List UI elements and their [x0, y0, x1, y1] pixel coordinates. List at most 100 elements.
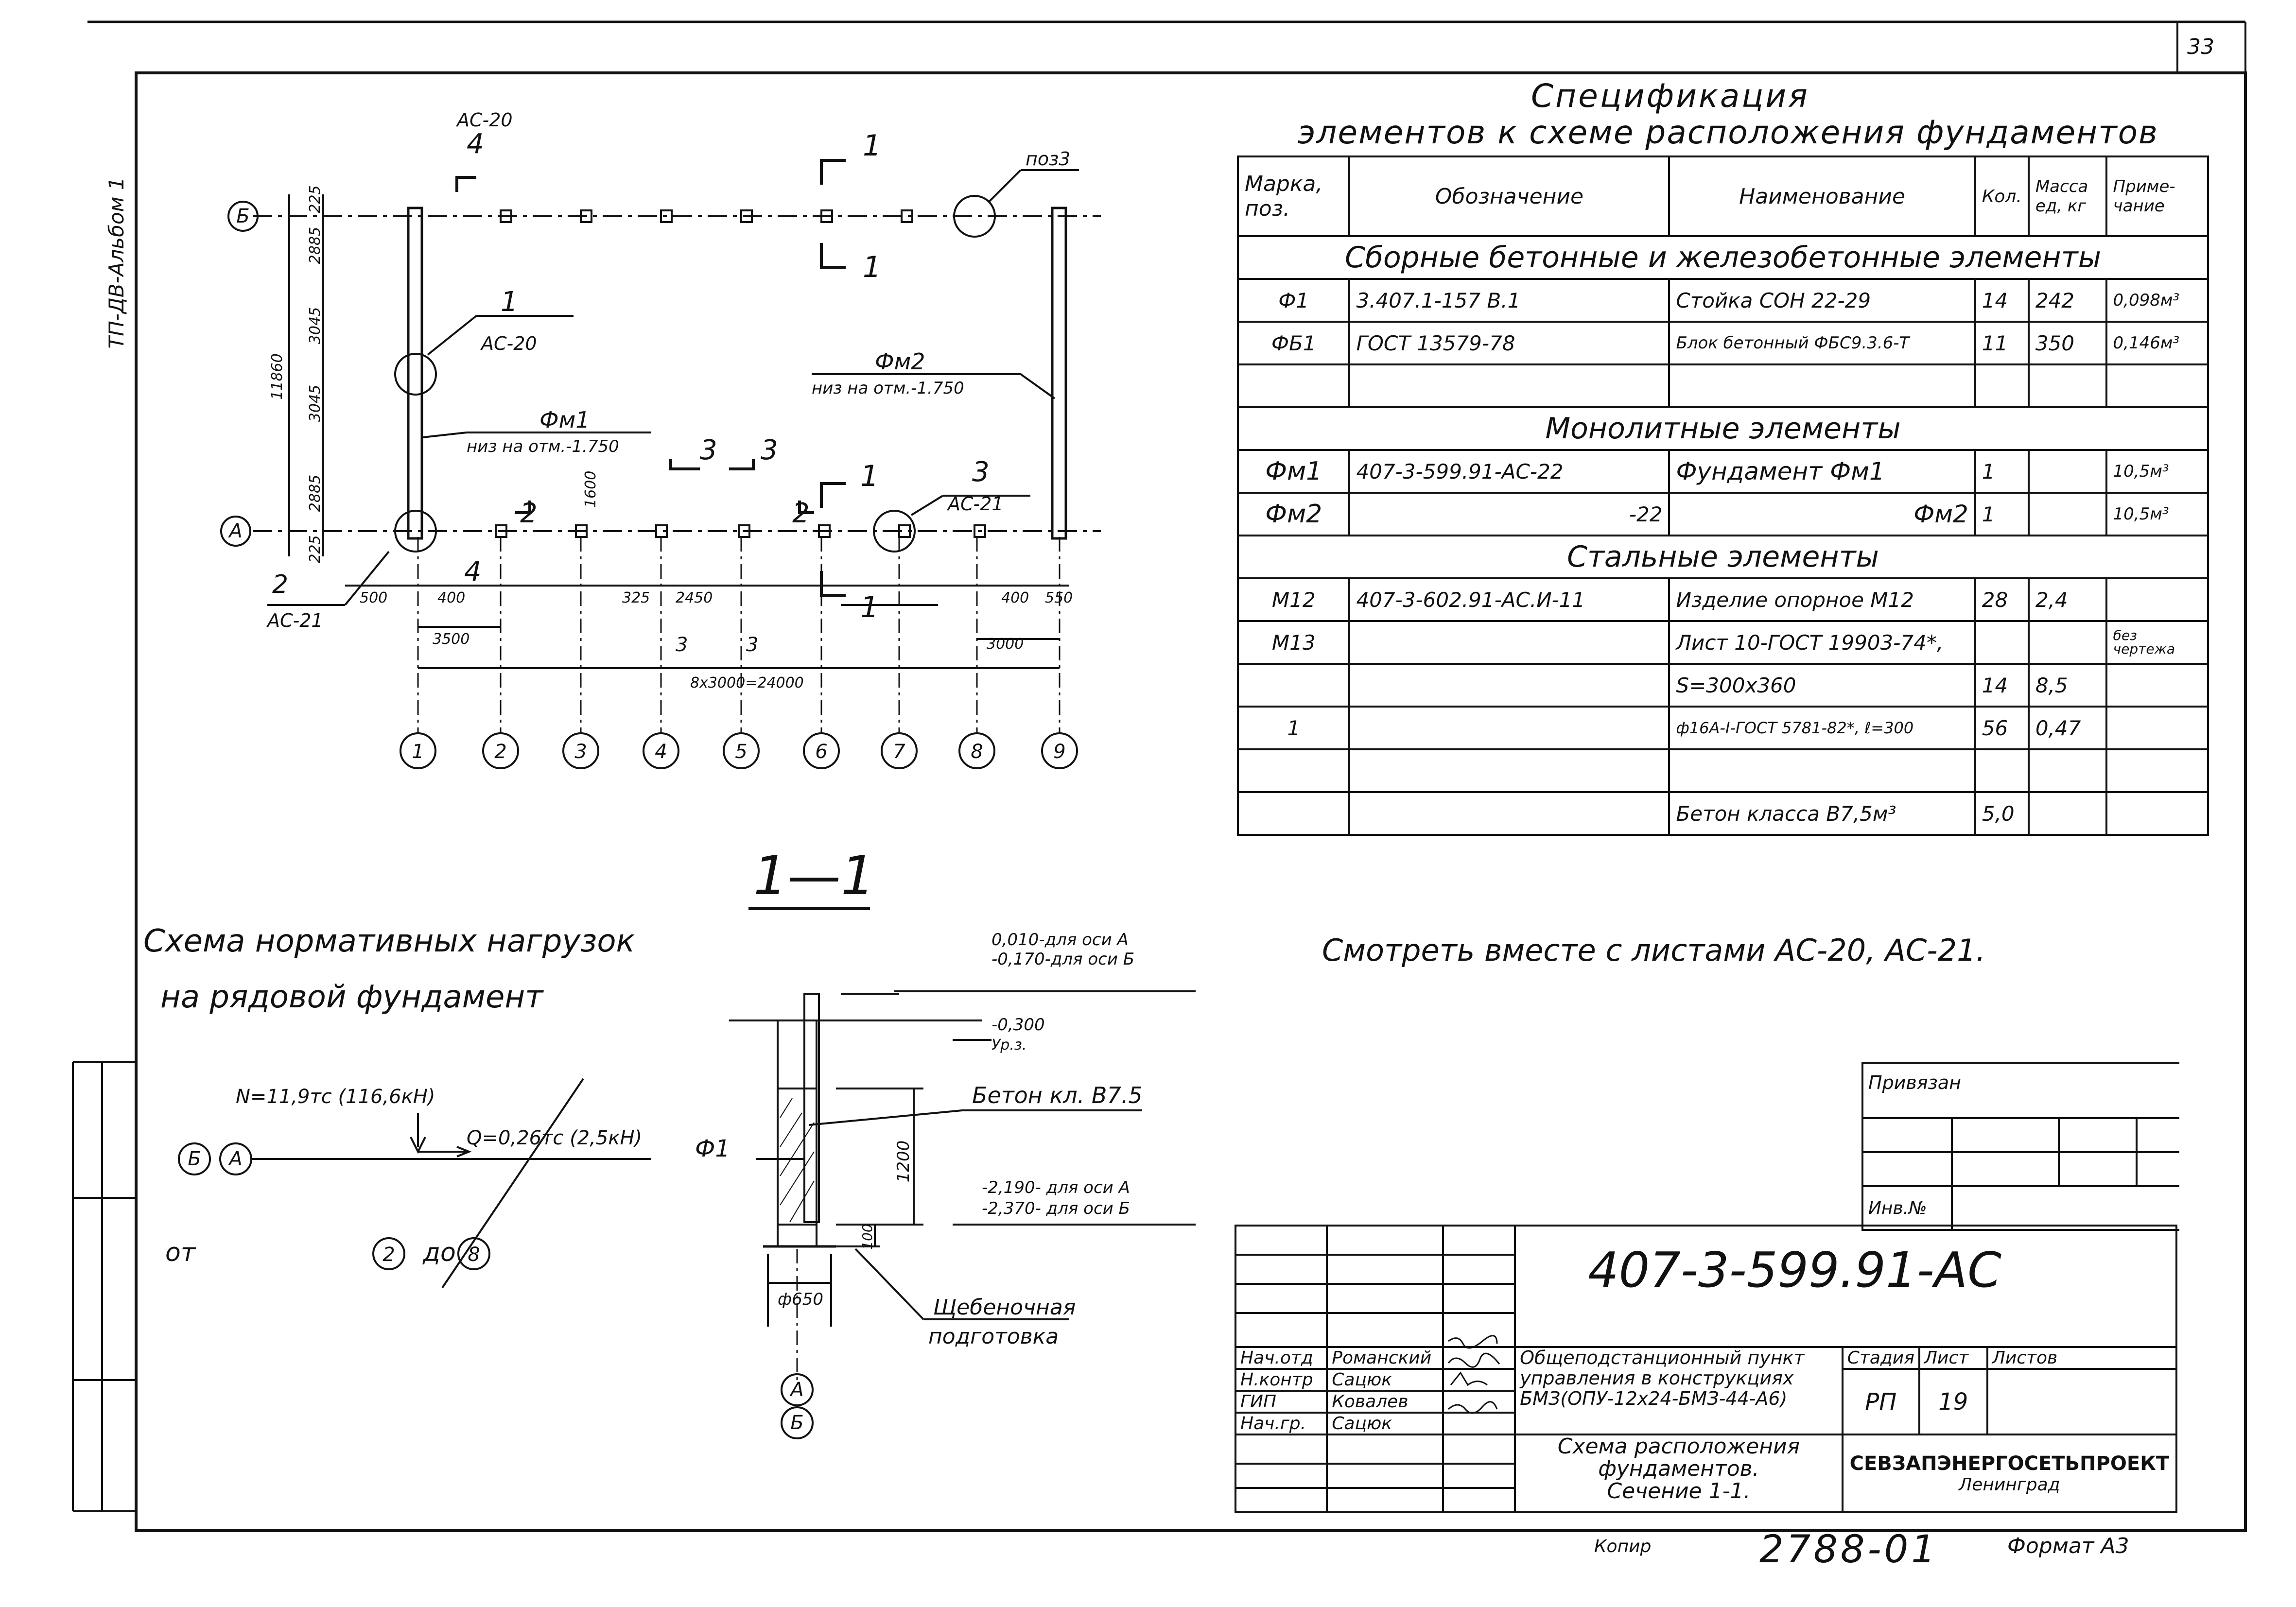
column-label: 2: [494, 741, 506, 763]
section-axis-b: Б: [790, 1412, 803, 1434]
section-1-label: 1: [863, 250, 881, 284]
section-1-label: 1: [863, 129, 881, 163]
spec-cell: 407-3-602.91-АС.И-11: [1348, 577, 1670, 622]
fm1-level: низ на отм.-1.750: [467, 437, 619, 456]
section-3-mark: 3: [676, 634, 688, 656]
spec-cell: Фм2: [1236, 492, 1351, 536]
spec-cell: 11: [1974, 321, 2030, 365]
spec-cell: 0,098м³: [2105, 278, 2209, 323]
role: ГИП: [1234, 1390, 1328, 1414]
name: Ковалев: [1326, 1390, 1444, 1414]
spec-subtitle: элементов к схеме расположения фундамент…: [1298, 114, 2158, 151]
section-4-label: 4: [464, 556, 482, 588]
attached-box: Привязан Инв.№: [1861, 1062, 2179, 1231]
column-label: 8: [971, 741, 983, 763]
spec-cell: Бетон класса В7,5м³: [1668, 791, 1976, 836]
spec-section-precast: Сборные бетонные и железобетонные элемен…: [1237, 235, 2209, 280]
column-label: 1: [412, 741, 424, 763]
section-4-num: 4: [467, 128, 484, 160]
load-n: N=11,9тс (116,6кН): [236, 1086, 435, 1108]
organization: СЕВЗАПЭНЕРГОСЕТЬПРОЕКТ: [1849, 1452, 2170, 1475]
spec-cell: [1236, 791, 1351, 836]
spec-cell: 1: [1236, 706, 1351, 750]
loads-subtitle: на рядовой фундамент: [160, 979, 543, 1015]
axis-b-label: Б: [236, 205, 249, 227]
spec-section-monolith: Монолитные элементы: [1237, 406, 2209, 451]
spec-header: Обозначение: [1348, 156, 1670, 237]
callout-1-num: 1: [501, 286, 518, 318]
loads-title: Схема нормативных нагрузок: [143, 923, 635, 959]
f1-label: Ф1: [695, 1135, 730, 1162]
axis-a-label: А: [227, 520, 242, 542]
dim-3045: 3045: [307, 385, 324, 422]
fm2-level: низ на отм.-1.750: [812, 379, 964, 398]
spec-cell: [2027, 748, 2107, 793]
sheet-value: 19: [1918, 1368, 1988, 1435]
spec-title: Спецификация: [1531, 77, 1809, 115]
spec-cell: 8,5: [2027, 663, 2107, 708]
level-3-note: Ур.з.: [991, 1037, 1026, 1054]
load-from-axis: 2: [383, 1244, 395, 1266]
section-3-label: 3: [700, 434, 717, 466]
spec-cell: Фундамент Фм1: [1668, 449, 1976, 494]
dim-1600: 1600: [582, 471, 599, 508]
spec-cell: [1236, 663, 1351, 708]
spec-cell: [2027, 492, 2107, 536]
axis-b-bubble: [227, 201, 259, 232]
spec-row: 1 ф16А-I-ГОСТ 5781-82*, ℓ=300 56 0,47: [1236, 706, 2209, 750]
page-number: 33: [2187, 35, 2214, 59]
spec-cell: 242: [2027, 278, 2107, 323]
spec-section-steel: Стальные элементы: [1237, 535, 2209, 579]
spec-row: М13 Лист 10-ГОСТ 19903-74*, без чертежа: [1236, 620, 2209, 665]
spec-cell: 14: [1974, 278, 2030, 323]
project-line: управления в конструкциях: [1520, 1367, 1794, 1389]
spec-header: Кол.: [1974, 156, 2030, 237]
see-also-note: Смотреть вместе с листами АС-20, АС-21.: [1322, 933, 1986, 968]
column-axis-lines: [417, 537, 1061, 734]
dim-225: 225: [307, 185, 324, 213]
spec-cell: Фм1: [1236, 449, 1351, 494]
name: Сацюк: [1326, 1412, 1444, 1435]
signatures: [1447, 1335, 1500, 1414]
spec-cell: [2027, 620, 2107, 665]
drawing-name: Сечение 1-1.: [1607, 1479, 1751, 1504]
fm2-wall: [1051, 207, 1067, 540]
section-axis-a: А: [789, 1379, 803, 1401]
spec-cell: ф16А-I-ГОСТ 5781-82*, ℓ=300: [1668, 706, 1976, 750]
spec-cell: Фм2: [1668, 492, 1976, 536]
spec-header: Масса ед, кг: [2027, 156, 2107, 237]
spec-cell: [2027, 449, 2107, 494]
callout-3-ref: АС-21: [946, 493, 1004, 515]
dim-225: 225: [307, 535, 324, 563]
callout-2-ref: АС-21: [266, 610, 323, 631]
fm1-label: Фм1: [539, 407, 590, 433]
ac20-top-label: АС-20: [455, 109, 513, 131]
column-label: 9: [1053, 741, 1065, 763]
spec-row: [1236, 748, 2209, 793]
load-q: Q=0,26тс (2,5кН): [467, 1127, 642, 1149]
spec-row: S=300х360 14 8,5: [1236, 663, 2209, 708]
callout-1-ref: АС-20: [480, 333, 537, 354]
spec-cell: 0,47: [2027, 706, 2107, 750]
spec-cell: 5,0: [1974, 791, 2030, 836]
posts-row-b: [500, 209, 913, 223]
fm1-wall: [407, 207, 423, 540]
level-5: -2,370- для оси Б: [982, 1199, 1130, 1218]
name: Сацюк: [1326, 1368, 1444, 1392]
section-title: 1—1: [753, 846, 875, 907]
spec-cell: Лист 10-ГОСТ 19903-74*,: [1668, 620, 1976, 665]
spec-row: М12 407-3-602.91-АС.И-11 Изделие опорное…: [1236, 577, 2209, 622]
sheets-header: Листов: [1986, 1346, 2178, 1370]
dim-2885: 2885: [307, 475, 324, 512]
spec-cell: 0,146м³: [2105, 321, 2209, 365]
spec-cell: [2105, 791, 2209, 836]
load-axis-b: Б: [188, 1148, 201, 1170]
spec-cell: [1348, 748, 1670, 793]
drawing-name: Схема расположения: [1557, 1434, 1800, 1459]
section-3-label: 3: [761, 434, 778, 466]
spec-cell: 350: [2027, 321, 2107, 365]
dim-100: 100: [859, 1224, 875, 1249]
spec-cell: S=300х360: [1668, 663, 1976, 708]
level-3: -0,300: [991, 1015, 1045, 1035]
column-bubbles: [400, 732, 1078, 769]
